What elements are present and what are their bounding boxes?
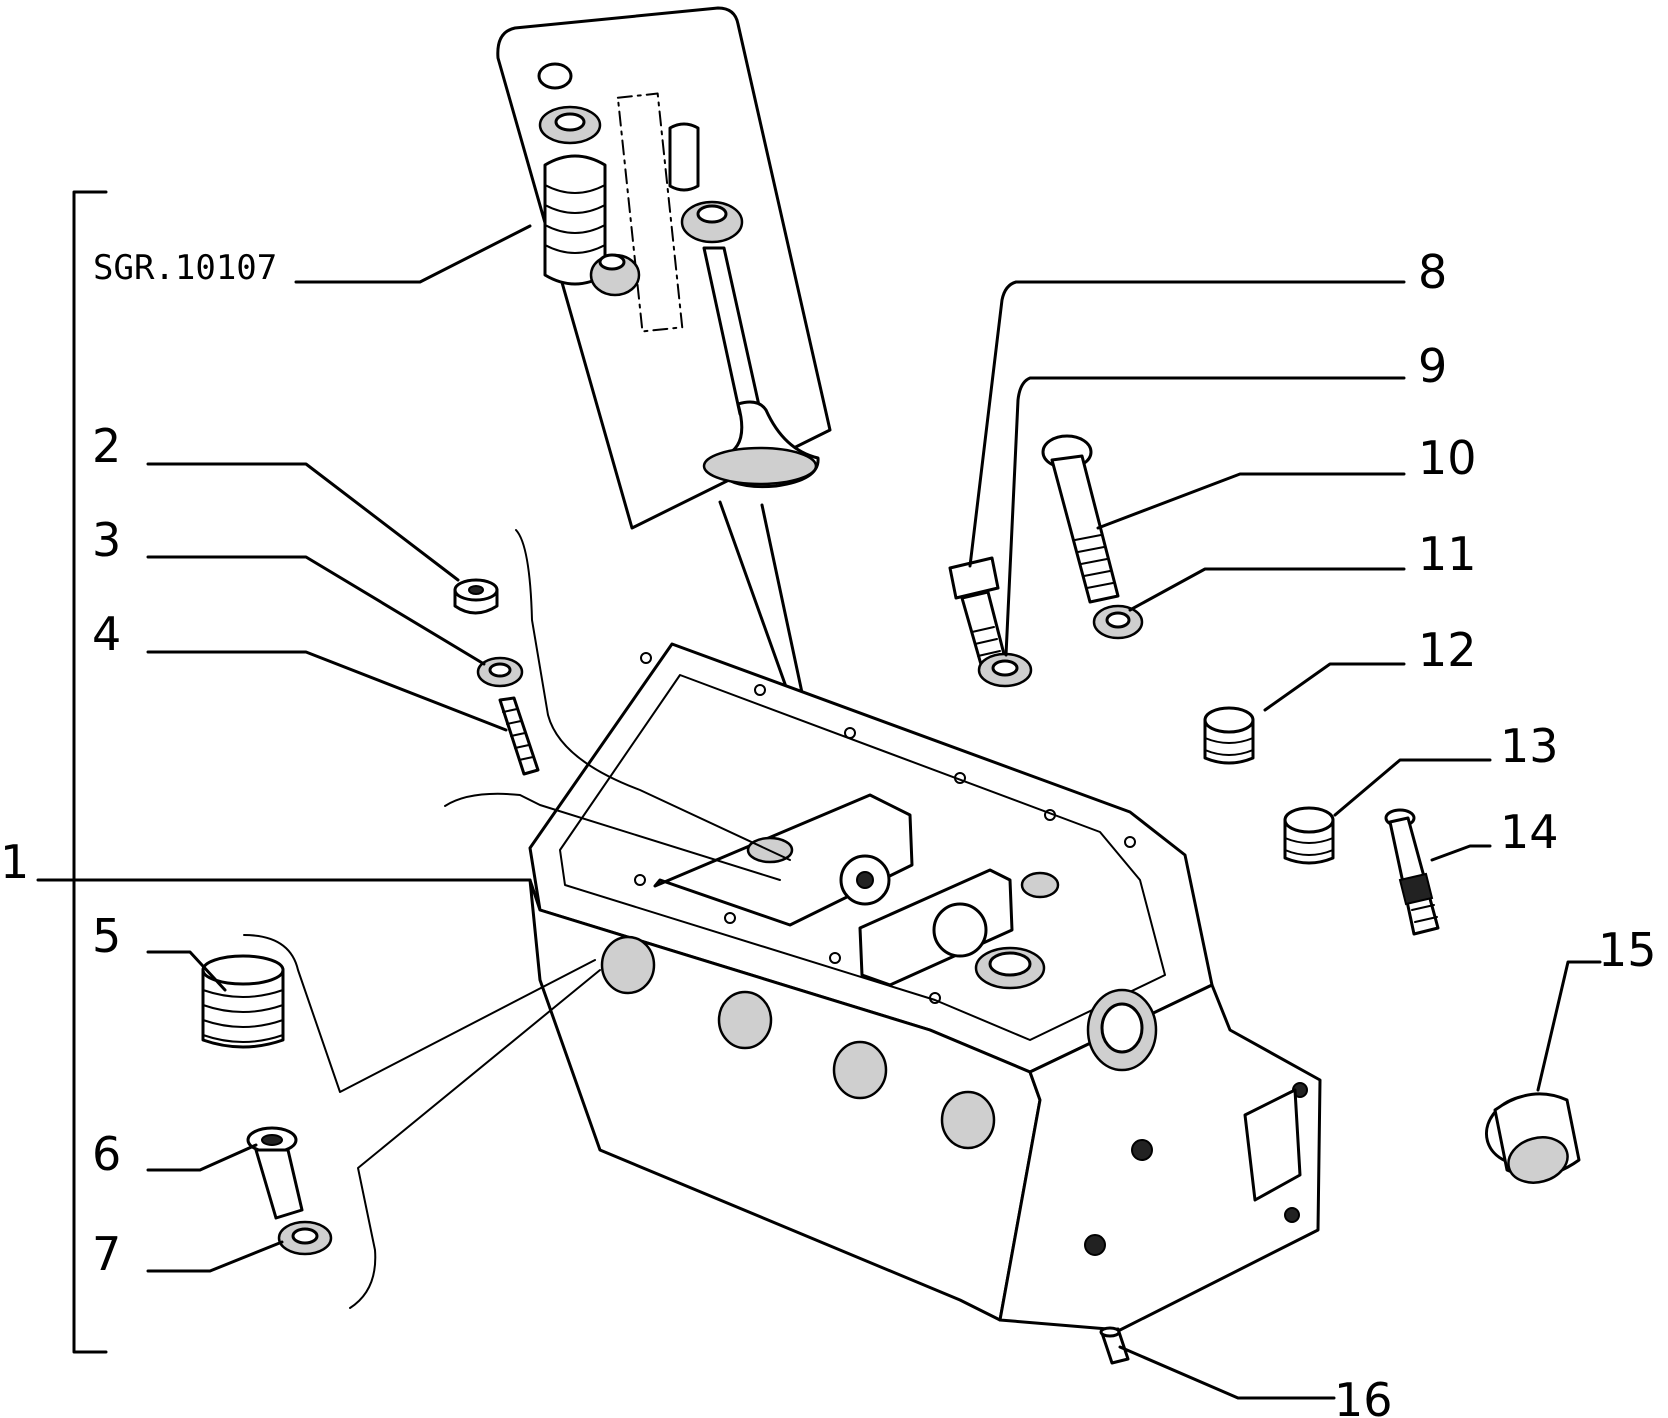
callout-15: 15 [1598,923,1657,977]
leader-4 [146,650,508,732]
group-bracket-upper [515,529,791,861]
part-15-ring-seal [1484,1092,1581,1184]
part-8-bolt [948,556,1008,670]
leader-12 [1263,662,1406,712]
leader-11 [1128,567,1406,612]
callout-5: 5 [92,909,121,963]
leader-16 [1118,1345,1336,1400]
callout-14: 14 [1500,805,1559,859]
part-10-long-bolt [1041,434,1120,604]
callout-16: 16 [1334,1373,1393,1418]
leader-2 [146,462,460,582]
part-4-stud [498,696,540,776]
part-14-fitting [1384,808,1440,936]
callout-12: 12 [1418,623,1477,677]
cylinder-head [528,642,1322,1332]
callout-8: 8 [1418,245,1447,299]
assembly-bracket [72,190,108,1354]
leader-3 [146,555,486,666]
leader-7 [146,1240,284,1273]
part-12-plug [1203,706,1255,765]
callout-10: 10 [1418,431,1477,485]
reference-leader [294,224,532,284]
part-2-nut [453,578,499,615]
callout-4: 4 [92,607,121,661]
leader-10 [1096,472,1406,530]
part-13-plug [1283,806,1335,865]
leader-13 [1333,758,1492,817]
leader-14 [1430,844,1492,862]
callout-7: 7 [92,1227,121,1281]
leader-9 [1004,376,1406,657]
leader-8 [968,280,1406,568]
callout-2: 2 [92,419,121,473]
valve-detail-inset [496,6,832,530]
part-7-washer [277,1220,333,1256]
callout-9: 9 [1418,339,1447,393]
callout-6: 6 [92,1127,121,1181]
callout-13: 13 [1500,719,1559,773]
group-bracket-mid [444,792,781,881]
part-6-bushing [246,1126,304,1220]
part-3-washer [476,656,524,688]
part-9-washer [977,652,1033,688]
reference-code-label: SGR.10107 [93,248,277,288]
group-bracket-lower [243,934,596,1093]
callout-1: 1 [0,835,29,889]
leader-15 [1536,960,1602,1092]
leader-6 [146,1143,258,1172]
callout-3: 3 [92,513,121,567]
part-11-washer [1092,604,1144,640]
leader-5 [146,950,227,992]
callout-11: 11 [1418,527,1477,581]
part-5-threaded-plug [201,954,285,1049]
part-16-dowel [1099,1326,1130,1365]
group-bracket-lower-2 [349,969,601,1309]
